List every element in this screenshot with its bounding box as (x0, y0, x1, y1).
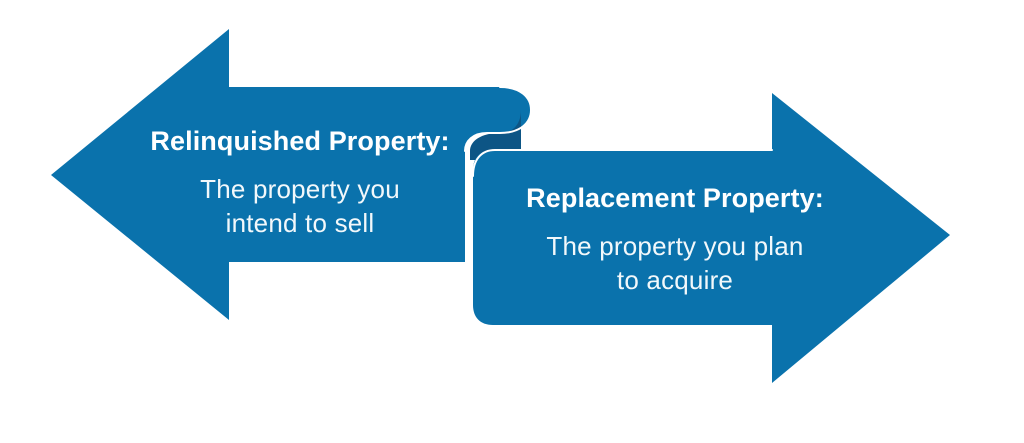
left-arrow-description-line-2: intend to sell (226, 208, 375, 238)
left-arrow-text-group: Relinquished Property: The property you … (150, 126, 449, 238)
right-arrow-fold-seam (472, 149, 773, 177)
right-arrow-text-group: Replacement Property: The property you p… (526, 183, 824, 295)
ribbon-fold-highlight (464, 86, 532, 152)
right-arrow-shape (473, 93, 950, 383)
right-arrow-group (472, 93, 950, 383)
left-arrow-title: Relinquished Property: (150, 126, 449, 156)
left-arrow-shape (51, 29, 531, 320)
ribbon-fold-shadow (470, 110, 521, 160)
right-arrow-description-line-1: The property you plan (546, 231, 803, 261)
right-arrow-title: Replacement Property: (526, 183, 824, 213)
left-arrow-description-line-1: The property you (200, 174, 400, 204)
right-arrow-description-line-2: to acquire (617, 265, 733, 295)
left-arrow-group (51, 29, 532, 320)
